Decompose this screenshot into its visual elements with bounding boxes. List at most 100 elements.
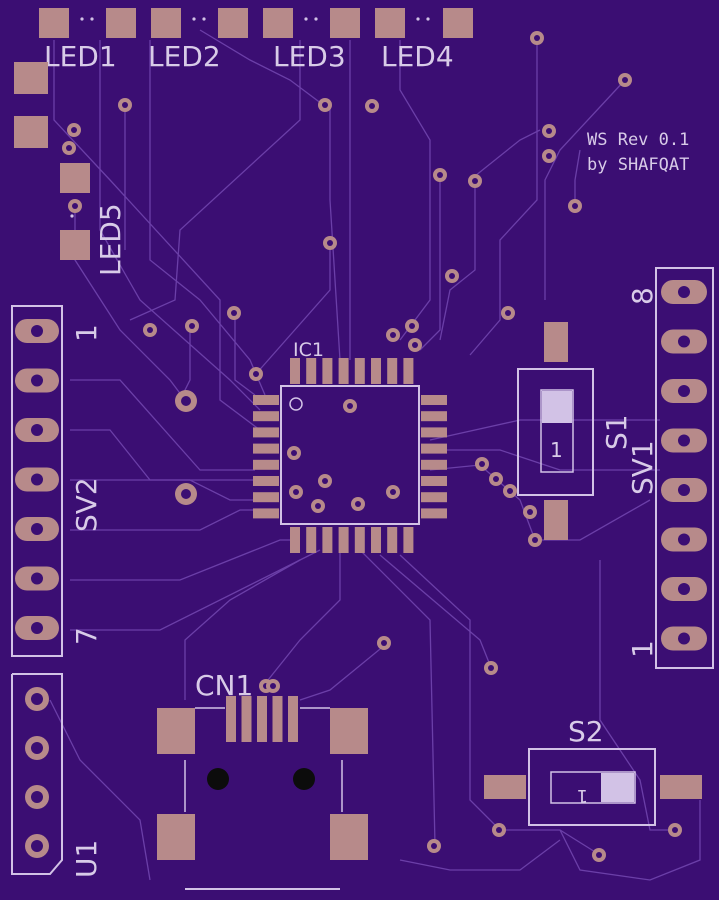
ic1-pad-bottom — [338, 527, 349, 553]
revision-text: WS Rev 0.1 — [587, 130, 689, 150]
cn1-pad — [288, 696, 298, 742]
cn1-shield-pad-br — [330, 814, 368, 860]
ic1-pad-left — [253, 395, 279, 405]
s2-outline — [528, 748, 656, 826]
ic1-pad-top — [354, 358, 365, 384]
s2-actuator — [601, 773, 634, 802]
led3: LED3 — [263, 8, 360, 73]
ic1-pad-left — [253, 476, 279, 486]
s1-switch: 1 S1 — [517, 322, 633, 540]
led4-label: LED4 — [381, 40, 454, 73]
sv2-header: 1 SV2 7 — [11, 305, 103, 657]
sv1-label: SV1 — [626, 440, 659, 495]
s1-label: S1 — [600, 414, 633, 450]
ic1-pad-top — [387, 358, 398, 384]
sv2-pin-last-label: 7 — [70, 627, 103, 645]
cn1-pad — [226, 696, 236, 742]
ic1-pad-right — [421, 492, 447, 503]
u1-label: U1 — [70, 840, 103, 878]
edge-pad-2 — [14, 116, 48, 148]
sv1-pins — [661, 280, 707, 651]
s1-switch-mark: 1 — [550, 438, 563, 462]
ic1-pad-top — [403, 358, 414, 384]
s2-slot — [550, 771, 636, 804]
sv1-pin-last-label: 8 — [626, 287, 659, 305]
ic1-pad-left — [253, 459, 279, 470]
ic1-pad-right — [421, 459, 447, 470]
ic1-pad-right — [421, 411, 447, 422]
led1-pad-a — [39, 8, 69, 38]
ic1-pad-right — [421, 443, 447, 454]
edge-pad-1 — [14, 62, 48, 94]
ic1-pad-bottom — [371, 527, 381, 553]
cn1-mount-hole-right — [293, 768, 315, 790]
ic1-pad-right — [421, 395, 447, 405]
s2-switch-mark: 1 — [577, 785, 588, 806]
copper-traces — [49, 29, 701, 881]
ic1-pad-right — [421, 476, 447, 486]
s1-pad-bottom — [544, 500, 568, 540]
led1: LED1 — [39, 8, 136, 73]
led3-label: LED3 — [273, 40, 346, 73]
cn1-pad — [241, 696, 252, 742]
led5: LED5 — [60, 163, 127, 276]
ic1-pad-bottom — [354, 527, 365, 553]
ic1-pad-top — [306, 358, 317, 384]
cn1-pad — [257, 696, 267, 742]
sv2-outline — [11, 305, 63, 657]
led2-pad-a — [151, 8, 181, 38]
ic1-label: IC1 — [293, 339, 324, 361]
s2-pad-left — [484, 775, 526, 799]
ic1-pad-top — [322, 358, 333, 384]
led2: LED2 — [148, 8, 248, 73]
ic1-pad-top — [371, 358, 381, 384]
sv1-outline — [655, 267, 714, 669]
cn1-connector: CN1 — [157, 669, 368, 890]
ic1-pad-left — [253, 411, 279, 422]
author-text: by SHAFQAT — [587, 155, 689, 175]
ic1-pad-top — [338, 358, 349, 384]
s1-actuator — [542, 391, 572, 423]
ic1-pad-bottom — [403, 527, 414, 553]
s1-outline — [517, 368, 594, 496]
sv2-label: SV2 — [70, 477, 103, 532]
led2-label: LED2 — [148, 40, 221, 73]
cn1-pad — [272, 696, 283, 742]
ic1-pad-bottom — [306, 527, 317, 553]
led4-pad-b — [443, 8, 473, 38]
vias — [62, 31, 682, 862]
ic1-pad-left — [253, 443, 279, 454]
sv1-pin-first-label: 1 — [626, 640, 659, 658]
ic1-pad-left — [253, 508, 279, 519]
ic1-pad-left — [253, 427, 279, 438]
led4-pad-a — [375, 8, 405, 38]
led-row-top: LED1 LED2 LED3 LED4 — [39, 8, 473, 73]
sv2-pins — [15, 319, 59, 640]
cn1-signal-pads — [226, 696, 298, 742]
led2-pad-b — [218, 8, 248, 38]
u1-header: U1 — [11, 673, 103, 878]
led5-label: LED5 — [94, 203, 127, 276]
u1-pins — [25, 687, 49, 858]
cn1-mount-hole-left — [207, 768, 229, 790]
s2-label: S2 — [568, 715, 604, 748]
ic1-pad-bottom — [290, 527, 300, 553]
u1-outline — [11, 673, 63, 875]
ic1-outline — [280, 385, 420, 525]
ic1-pad-right — [421, 508, 447, 519]
ic1-pad-left — [253, 492, 279, 503]
ic1-pin1-marker — [289, 397, 303, 411]
led5-pad-a — [60, 163, 90, 193]
cn1-shield-pad-bl — [157, 814, 195, 860]
ic1-pad-bottom — [322, 527, 333, 553]
sv2-pin-first-label: 1 — [70, 324, 103, 342]
led4: LED4 — [375, 8, 473, 73]
s2-switch: 1 S2 — [484, 715, 702, 826]
ic1-pad-right — [421, 427, 447, 438]
led5-pad-b — [60, 230, 90, 260]
ic1-pads — [253, 358, 447, 553]
led1-pad-b — [106, 8, 136, 38]
ic1-pad-top — [290, 358, 300, 384]
s1-pad-top — [544, 322, 568, 362]
